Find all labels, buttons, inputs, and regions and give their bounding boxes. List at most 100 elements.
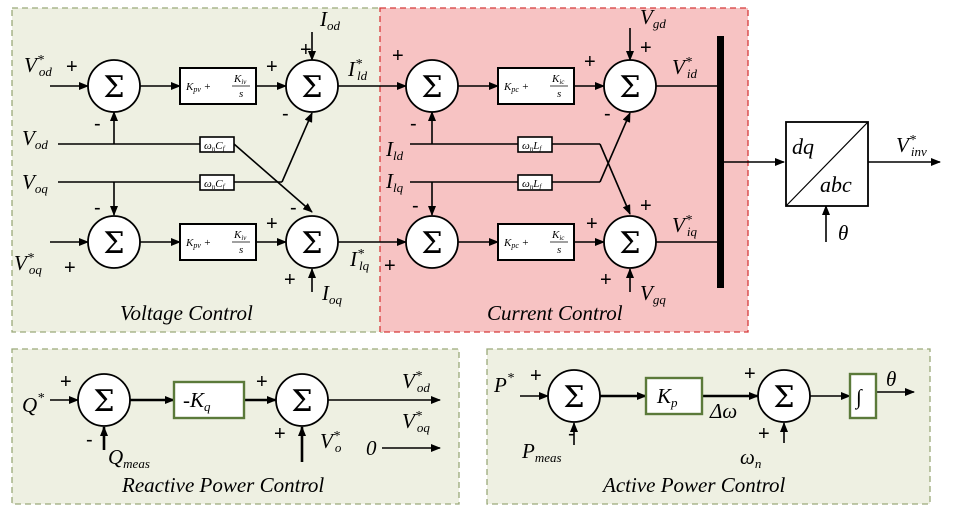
sign-minus: -: [282, 103, 289, 125]
label-v-od-out: V*od: [402, 369, 430, 395]
label-i-od: Iod: [319, 7, 341, 33]
coupling-wncf-d: ωnCf: [199, 136, 235, 153]
label-v-od-ref: V*od: [24, 53, 52, 79]
label-v-gd: Vgd: [640, 5, 666, 31]
svg-text:Kiv: Kiv: [233, 73, 247, 86]
label-i-ld-ref: I*ld: [347, 57, 368, 83]
sum-voltage-q1: Σ: [87, 215, 141, 269]
label-p-meas: Pmeas: [521, 439, 562, 465]
sign-plus: +: [640, 37, 652, 59]
svg-text:dq: dq: [792, 134, 814, 159]
svg-text:Σ: Σ: [301, 226, 322, 261]
voltage-control-title: Voltage Control: [120, 301, 253, 325]
label-i-lq: Ilq: [385, 169, 404, 195]
label-v-oq-out: V*oq: [402, 409, 430, 435]
sign-plus: +: [300, 39, 312, 61]
label-theta-out: θ: [886, 367, 896, 391]
svg-text:Σ: Σ: [773, 380, 794, 415]
sign-plus: +: [274, 423, 286, 445]
label-i-lq-ref: I*lq: [349, 247, 370, 273]
coupling-wnlf-q: ωnLf: [517, 174, 553, 191]
pi-voltage-d: Kpv + Kiv s: [179, 67, 257, 105]
integrator-block: ∫: [848, 372, 878, 420]
svg-text:ωnLf: ωnLf: [522, 178, 542, 191]
label-v-iq-ref: V*iq: [672, 213, 697, 239]
sum-reactive-1: Σ: [77, 373, 131, 427]
sign-minus: -: [568, 423, 575, 445]
sum-voltage-d2: Σ: [285, 59, 339, 113]
svg-text:ωnCf: ωnCf: [204, 178, 226, 191]
label-omega-n: ωn: [740, 445, 761, 471]
sum-active-2: Σ: [757, 369, 811, 423]
label-v-inv-ref: V*inv: [896, 133, 927, 159]
sign-plus: +: [600, 269, 612, 291]
sum-reactive-2: Σ: [275, 373, 329, 427]
label-v-oq-ref: V*oq: [14, 251, 42, 277]
sign-plus: +: [256, 371, 268, 393]
sign-plus: +: [584, 51, 596, 73]
sign-minus: -: [290, 197, 297, 219]
label-q-meas: Qmeas: [108, 445, 150, 471]
sum-voltage-d1: Σ: [87, 59, 141, 113]
svg-text:s: s: [239, 88, 243, 100]
svg-text:Kiv: Kiv: [233, 229, 247, 242]
reactive-power-title: Reactive Power Control: [121, 473, 324, 497]
sign-minus: -: [94, 113, 101, 135]
sign-plus: +: [530, 365, 542, 387]
pi-current-q: Kpc + Kic s: [497, 223, 575, 261]
svg-text:Kp: Kp: [656, 384, 678, 410]
current-control-title: Current Control: [487, 301, 623, 325]
svg-text:Σ: Σ: [291, 384, 312, 419]
sign-minus: -: [410, 113, 417, 135]
sign-plus: +: [744, 363, 756, 385]
svg-text:Σ: Σ: [301, 70, 322, 105]
svg-text:Σ: Σ: [619, 226, 640, 261]
current-control-panel: [379, 7, 749, 333]
sign-minus: -: [412, 195, 419, 217]
label-v-o-ref: V*o: [320, 429, 342, 455]
sum-voltage-q2: Σ: [285, 215, 339, 269]
sign-plus: +: [384, 255, 396, 277]
pi-current-d: Kpc + Kic s: [497, 67, 575, 105]
svg-text:Kic: Kic: [551, 229, 565, 242]
sum-current-q2: Σ: [603, 215, 657, 269]
sign-plus: +: [60, 371, 72, 393]
sign-plus: +: [392, 45, 404, 67]
sign-minus: -: [604, 103, 611, 125]
svg-text:Σ: Σ: [103, 226, 124, 261]
sign-plus: +: [266, 56, 278, 78]
label-q-ref: Q*: [22, 391, 44, 417]
svg-text:s: s: [239, 244, 243, 256]
label-v-id-ref: V*id: [672, 55, 697, 81]
svg-text:Kpc +: Kpc +: [503, 81, 529, 94]
sign-plus: +: [284, 269, 296, 291]
kp-gain-block: Kp: [644, 376, 704, 416]
sum-current-d1: Σ: [405, 59, 459, 113]
label-i-ld: Ild: [385, 137, 404, 163]
sign-plus: +: [586, 213, 598, 235]
svg-text:Σ: Σ: [103, 70, 124, 105]
label-theta-in: θ: [838, 221, 848, 245]
dq-abc-transform: dq abc: [785, 121, 869, 207]
svg-text:Kpv +: Kpv +: [185, 81, 211, 94]
reactive-power-panel: [11, 348, 460, 505]
sum-active-1: Σ: [547, 369, 601, 423]
sign-plus: +: [758, 423, 770, 445]
label-v-od: Vod: [22, 126, 48, 152]
svg-text:Σ: Σ: [421, 70, 442, 105]
svg-text:Σ: Σ: [93, 384, 114, 419]
sum-current-q1: Σ: [405, 215, 459, 269]
svg-text:Kic: Kic: [551, 73, 565, 86]
sign-plus: +: [640, 195, 652, 217]
svg-text:s: s: [557, 88, 561, 100]
label-v-gq: Vgq: [640, 281, 666, 307]
svg-text:ωnCf: ωnCf: [204, 140, 226, 153]
active-power-title: Active Power Control: [601, 473, 786, 497]
svg-text:abc: abc: [820, 172, 852, 197]
label-p-ref: P*: [493, 371, 514, 397]
sign-minus: -: [94, 197, 101, 219]
svg-text:∫: ∫: [854, 385, 863, 410]
svg-text:ωnLf: ωnLf: [522, 140, 542, 153]
sum-current-d2: Σ: [603, 59, 657, 113]
